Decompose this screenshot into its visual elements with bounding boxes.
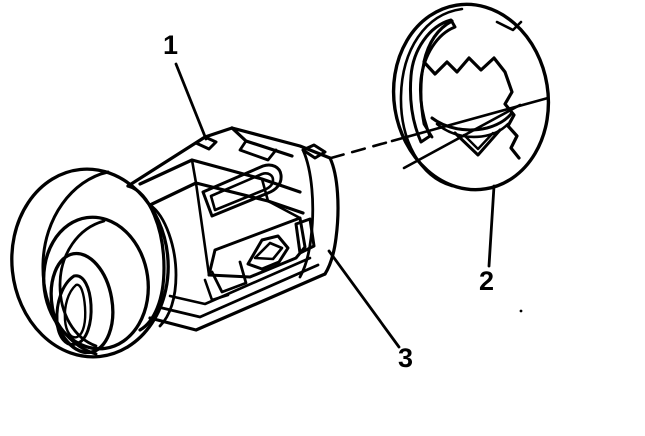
callout-label-1: 1 <box>163 30 179 60</box>
cap-notch-arrow-inner <box>462 131 495 151</box>
bezel-collar-inner <box>58 219 106 348</box>
housing-right-end <box>323 156 340 276</box>
keyway-slot-inner <box>63 283 87 339</box>
bezel-inner-ring <box>41 170 110 356</box>
lock-face-bezel <box>10 167 170 359</box>
keyway-slot <box>55 274 93 347</box>
latch-pawl <box>246 234 290 271</box>
latch-pawl-detail <box>253 241 284 261</box>
leader-line-2 <box>487 184 496 268</box>
cap-keyway-relief <box>422 19 521 160</box>
housing-upper-band-lower <box>148 181 305 215</box>
leader-line-3 <box>327 249 401 349</box>
cap-outer-rim <box>391 2 551 192</box>
barrel-facet-1 <box>190 158 198 185</box>
housing-bottom-edge <box>148 272 327 332</box>
lock-cylinder-body <box>126 126 340 332</box>
callout-label-2: 2 <box>479 266 495 296</box>
alignment-axis-solid <box>390 96 550 143</box>
housing-upper-band <box>138 158 302 194</box>
scan-speck <box>519 309 523 313</box>
cap-rim-notch <box>495 20 523 32</box>
cap-notch-arrow <box>453 128 502 157</box>
keyway-escutcheon <box>49 251 115 355</box>
cap-keyway-relief-edge <box>419 60 434 139</box>
housing-bottom-edge-2 <box>156 263 320 319</box>
alignment-axis-dashed <box>329 139 394 160</box>
barrel-left-contour-inner <box>148 203 178 328</box>
cap-lower-ridge-2 <box>435 122 510 139</box>
latch-block-edge <box>294 222 302 255</box>
housing-bottom-edge-3 <box>168 256 312 306</box>
alignment-axis-through-cap <box>402 103 522 170</box>
housing-right-end-inner <box>298 148 315 279</box>
retaining-tab <box>194 135 218 151</box>
barrel-facet-4 <box>266 199 302 220</box>
cap-inner-rim <box>399 7 464 188</box>
housing-lower-rib <box>210 260 248 294</box>
barrel-facet-2 <box>260 177 270 203</box>
housing-top-step-2 <box>238 139 278 162</box>
leader-line-1 <box>174 62 208 141</box>
bezel-collar <box>42 215 150 351</box>
callout-label-3: 3 <box>398 343 414 373</box>
cap-keyway-relief-outer <box>409 18 457 144</box>
latch-window <box>207 216 307 279</box>
assembly-alignment-axis <box>329 96 550 170</box>
housing-lower-rib-2 <box>203 278 230 302</box>
bezel-outer <box>10 167 170 359</box>
retaining-tab-right <box>301 143 327 160</box>
barrel-facet-3 <box>194 181 211 277</box>
housing-recess-outer <box>201 163 283 218</box>
callout-leaders <box>174 62 496 349</box>
